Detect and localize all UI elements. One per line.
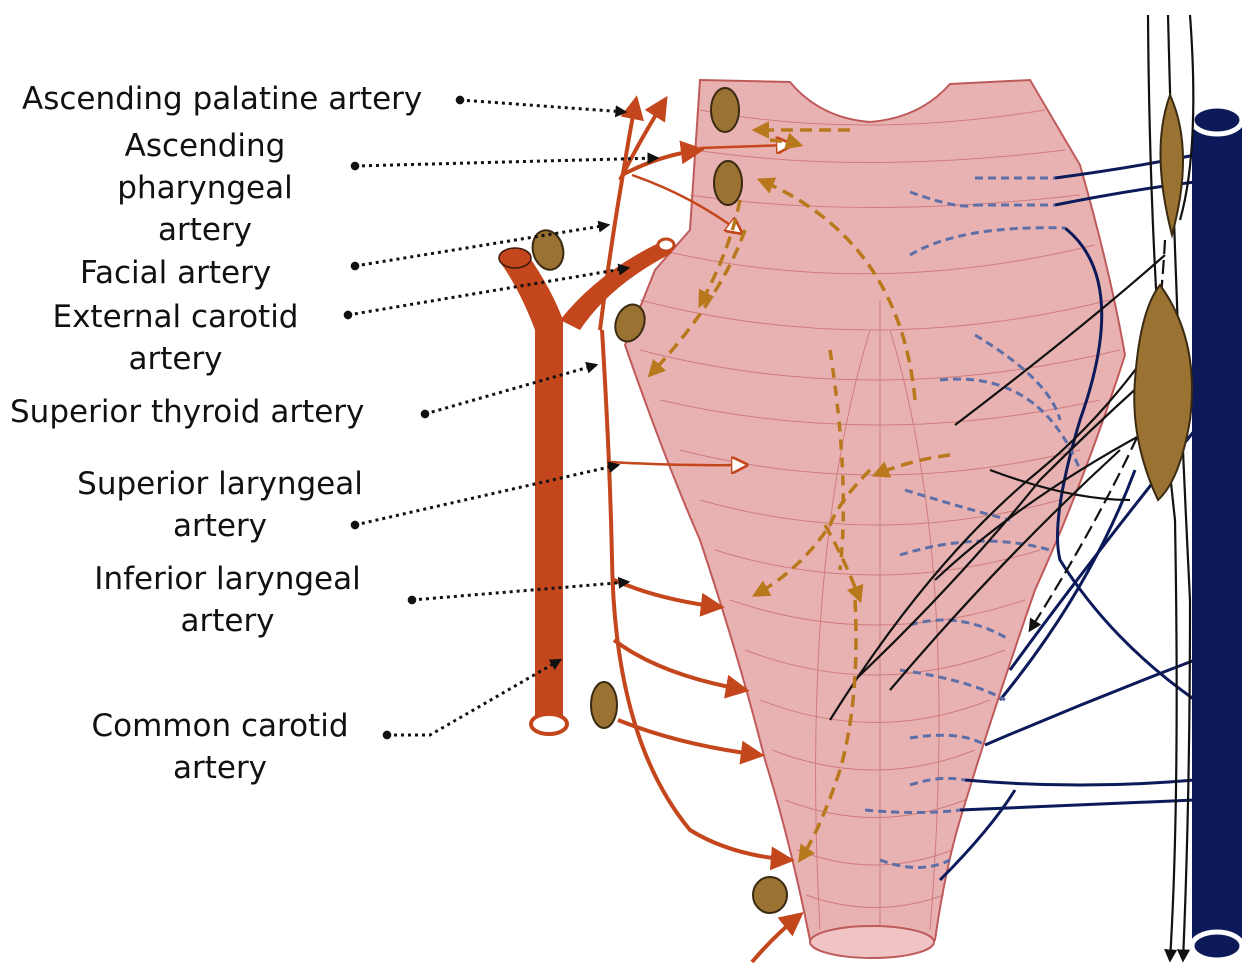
label-inferior-laryngeal-artery: Inferior laryngeal artery bbox=[75, 558, 380, 642]
label-ascending-pharyngeal-artery: Ascending pharyngeal artery bbox=[95, 125, 315, 251]
label-line: artery bbox=[38, 338, 313, 380]
label-facial-artery: Facial artery bbox=[80, 252, 271, 294]
label-line: artery bbox=[95, 209, 315, 251]
label-external-carotid-artery: External carotid artery bbox=[38, 296, 313, 380]
label-line: artery bbox=[85, 747, 355, 789]
label-pointers bbox=[348, 100, 657, 735]
label-common-carotid-artery: Common carotid artery bbox=[85, 705, 355, 789]
label-line: artery bbox=[65, 505, 375, 547]
label-line: artery bbox=[75, 600, 380, 642]
label-line: Inferior laryngeal bbox=[75, 558, 380, 600]
label-superior-thyroid-artery: Superior thyroid artery bbox=[10, 391, 364, 433]
label-line: External carotid bbox=[38, 296, 313, 338]
label-line: pharyngeal bbox=[95, 167, 315, 209]
label-ascending-palatine-artery: Ascending palatine artery bbox=[22, 78, 422, 120]
label-line: Common carotid bbox=[85, 705, 355, 747]
label-line: Ascending bbox=[95, 125, 315, 167]
pharyngeal-muscle bbox=[625, 80, 1125, 958]
deep-cervical-lymph-nodes bbox=[1134, 95, 1192, 500]
internal-jugular-vein bbox=[1192, 106, 1242, 960]
label-superior-laryngeal-artery: Superior laryngeal artery bbox=[65, 463, 375, 547]
label-line: Superior laryngeal bbox=[65, 463, 375, 505]
